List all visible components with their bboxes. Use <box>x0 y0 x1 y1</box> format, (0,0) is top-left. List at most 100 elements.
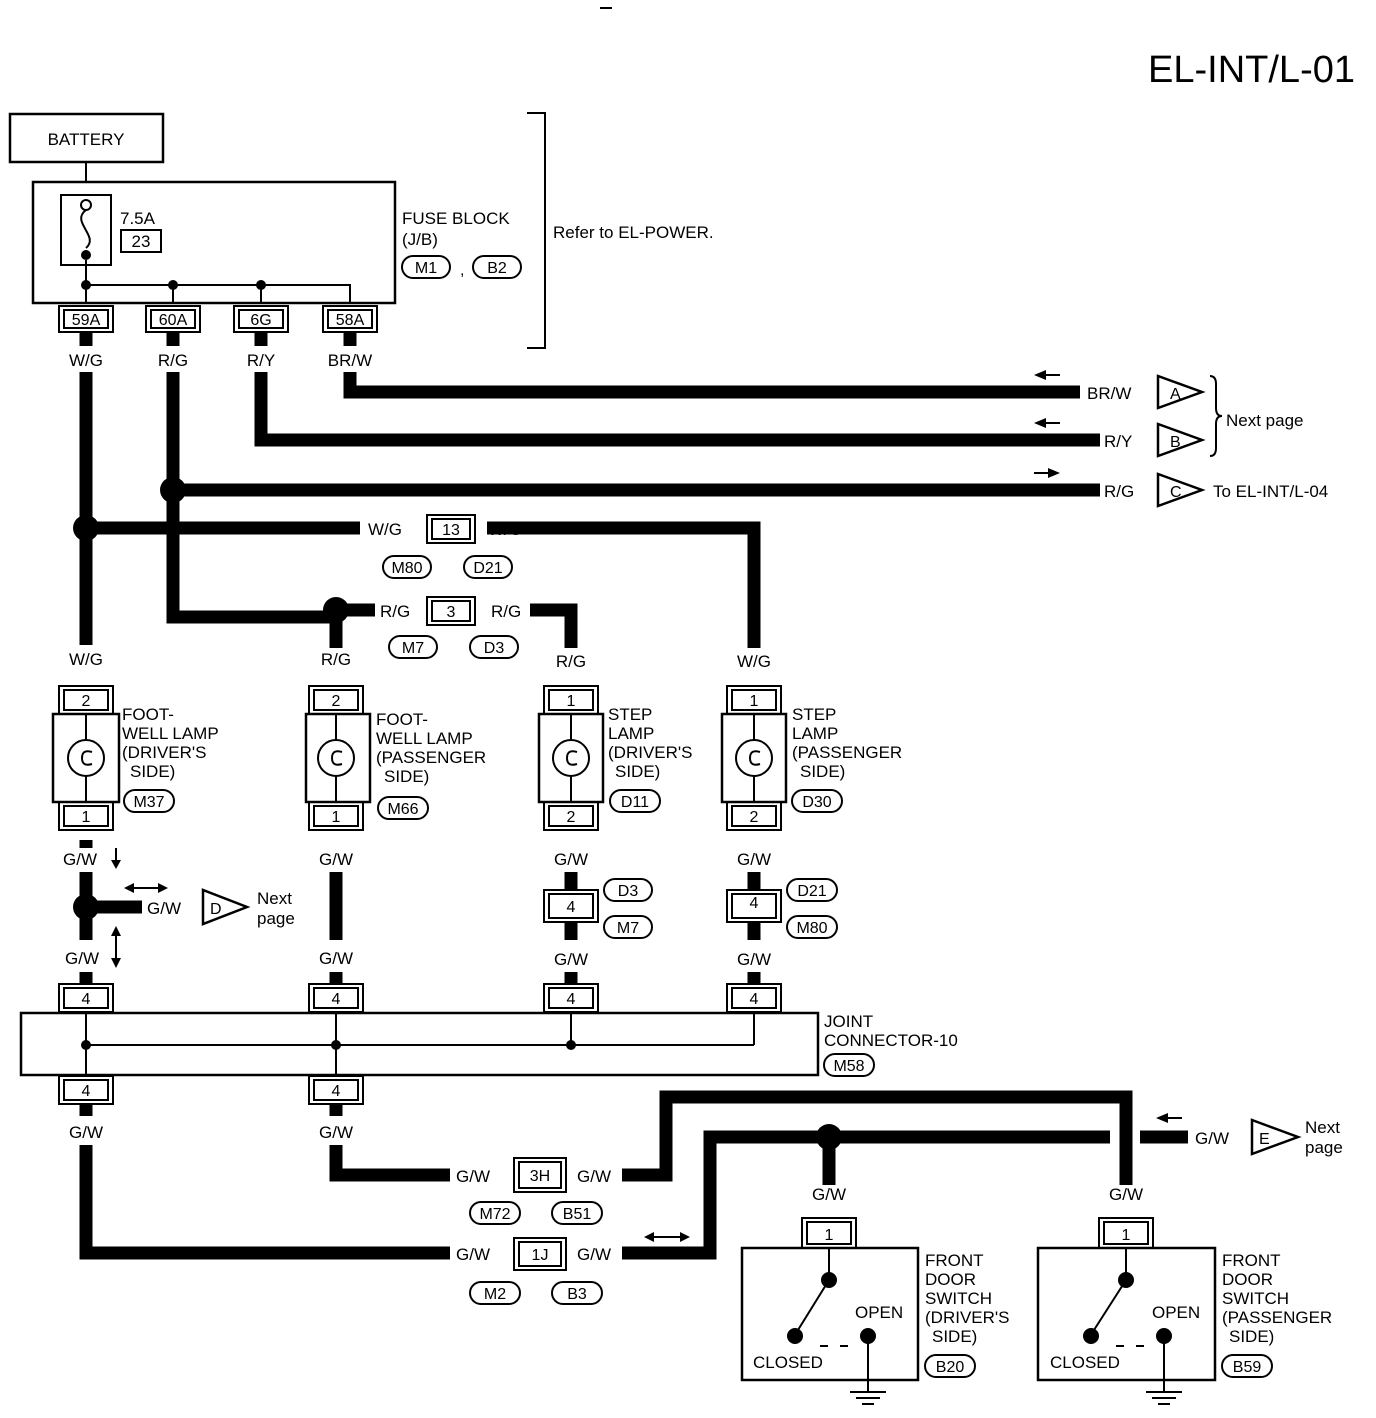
joint-pin: 4 <box>82 991 91 1008</box>
lamp-pin: 1 <box>750 693 759 710</box>
joint-label: JOINT <box>824 1012 873 1031</box>
splice <box>73 515 99 541</box>
step-lamp-passenger: W/G 1 2 STEP LAMP (PASSENGER SIDE) D30 G… <box>720 652 902 869</box>
wire-color-label: G/W <box>319 949 353 968</box>
fuse-block: 7.5A 23 <box>31 180 397 305</box>
wire-color-label: R/G <box>491 602 521 621</box>
connector-letter: E <box>1259 1131 1270 1148</box>
switch-label: (DRIVER'S <box>925 1308 1009 1327</box>
fuse-number: 23 <box>132 232 151 251</box>
to-l04-note: To EL-INT/L-04 <box>1213 482 1328 501</box>
wire-color-label: G/W <box>456 1245 490 1264</box>
fuse-block-label: FUSE BLOCK <box>402 209 510 228</box>
lamp-label: (PASSENGER <box>792 743 902 762</box>
mid-connector-d3: 4 D3 M7 G/W <box>543 878 653 969</box>
step-lamp-driver: R/G 1 2 STEP LAMP (DRIVER'S SIDE) D11 G/… <box>537 652 692 869</box>
wire-color-label: G/W <box>1109 1185 1143 1204</box>
wire-color-label: BR/W <box>328 351 372 370</box>
wire-color-label: G/W <box>63 850 97 869</box>
switch-label: SIDE) <box>1229 1327 1274 1346</box>
switch-label: SWITCH <box>925 1289 992 1308</box>
connector-id: B51 <box>563 1206 592 1223</box>
switch-state: CLOSED <box>753 1353 823 1372</box>
switch-label: DOOR <box>1222 1270 1273 1289</box>
wire-color-label: G/W <box>577 1245 611 1264</box>
connector-id: M72 <box>479 1206 510 1223</box>
wire-color-label: G/W <box>1195 1129 1229 1148</box>
switch-label: SIDE) <box>932 1327 977 1346</box>
lamp-label: FOOT- <box>376 710 428 729</box>
switch-label: DOOR <box>925 1270 976 1289</box>
connector-id: D11 <box>621 794 649 811</box>
connector-id: M2 <box>484 1286 506 1303</box>
fuse-rating: 7.5A <box>120 209 156 228</box>
connector-id: M66 <box>387 801 418 818</box>
lamp-label: STEP <box>792 705 836 724</box>
lamp-label: (DRIVER'S <box>608 743 692 762</box>
lamp-label: FOOT- <box>122 705 174 724</box>
joint-pin: 4 <box>332 991 341 1008</box>
lamp-pin: 2 <box>82 693 91 710</box>
lamp-label: SIDE) <box>800 762 845 781</box>
lamp-label: WELL LAMP <box>376 729 473 748</box>
wire-color-label: W/G <box>69 650 103 669</box>
lamp-label: LAMP <box>608 724 654 743</box>
connector-id: D3 <box>484 640 505 657</box>
lamp-bulb-icon <box>67 739 105 777</box>
connector-id: D30 <box>802 794 831 811</box>
connector-id: M37 <box>133 794 164 811</box>
wire-color-label: G/W <box>147 899 181 918</box>
connector-13: W/G 13 W/G M80 D21 <box>368 514 522 579</box>
wire-color-label: G/W <box>554 850 588 869</box>
connector-id: B3 <box>567 1286 587 1303</box>
wire-color-label: G/W <box>65 949 99 968</box>
fuse-terminal: 59A <box>72 312 101 329</box>
connector-3h: G/W 3H G/W M72 B51 <box>456 1157 611 1225</box>
wire-color-label: W/G <box>488 520 522 539</box>
switch-state: OPEN <box>855 1303 903 1322</box>
joint-pin: 4 <box>750 991 759 1008</box>
wire-color-label: BR/W <box>1087 384 1131 403</box>
lamp-bulb-icon <box>552 739 590 777</box>
wire-color-label: R/G <box>158 351 188 370</box>
switch-state: CLOSED <box>1050 1353 1120 1372</box>
splice <box>323 597 349 623</box>
fuse-terminals: 59A 60A 6G 58A <box>58 305 378 333</box>
front-door-switch-driver: G/W 1 OPEN CLOSED FRONT DOOR SWITCH (DRI… <box>740 1185 1009 1405</box>
connector-letter: C <box>1170 484 1182 501</box>
lamp-bulb-icon <box>317 739 355 777</box>
joint-pin: 4 <box>567 991 576 1008</box>
connector-pin: 3H <box>530 1168 550 1185</box>
connector-letter: D <box>210 901 222 918</box>
branch-d: G/W D Next page G/W <box>65 848 295 968</box>
refer-note: Refer to EL-POWER. <box>553 223 714 242</box>
splice <box>816 1124 842 1150</box>
lamp-pin: 2 <box>567 809 576 826</box>
joint-connector-10: 4 4 4 4 4 4 JOINT CONNECTOR-10 M58 <box>19 983 958 1116</box>
connector-pin: 4 <box>567 899 576 916</box>
wire-color-label: R/G <box>1104 482 1134 501</box>
lamp-label: STEP <box>608 705 652 724</box>
next-page-note: Next <box>257 889 292 908</box>
wire-color-label: R/Y <box>247 351 275 370</box>
connector-letter: B <box>1170 434 1181 451</box>
switch-label: SWITCH <box>1222 1289 1289 1308</box>
splice <box>73 894 99 920</box>
fuse-terminal: 60A <box>159 312 188 329</box>
connector-3: R/G 3 R/G M7 D3 <box>380 596 521 659</box>
wire-color-label: G/W <box>69 1123 103 1142</box>
connector-letter: A <box>1170 386 1181 403</box>
lamp-label: WELL LAMP <box>122 724 219 743</box>
switch-label: (PASSENGER <box>1222 1308 1332 1327</box>
connector-id: B59 <box>1233 1359 1262 1376</box>
wire-color-label: G/W <box>812 1185 846 1204</box>
outgoing-connectors: BR/W A R/Y B R/G C Next page To EL-INT/L… <box>1034 370 1328 508</box>
joint-pin: 4 <box>82 1083 91 1100</box>
wire-color-label: R/G <box>321 650 351 669</box>
connector-id: D21 <box>797 883 826 900</box>
fuse-block-conn-1: M1 <box>415 260 437 277</box>
switch-label: FRONT <box>1222 1251 1281 1270</box>
lamp-bulb-icon <box>735 739 773 777</box>
wire-color-label: R/Y <box>1104 432 1132 451</box>
